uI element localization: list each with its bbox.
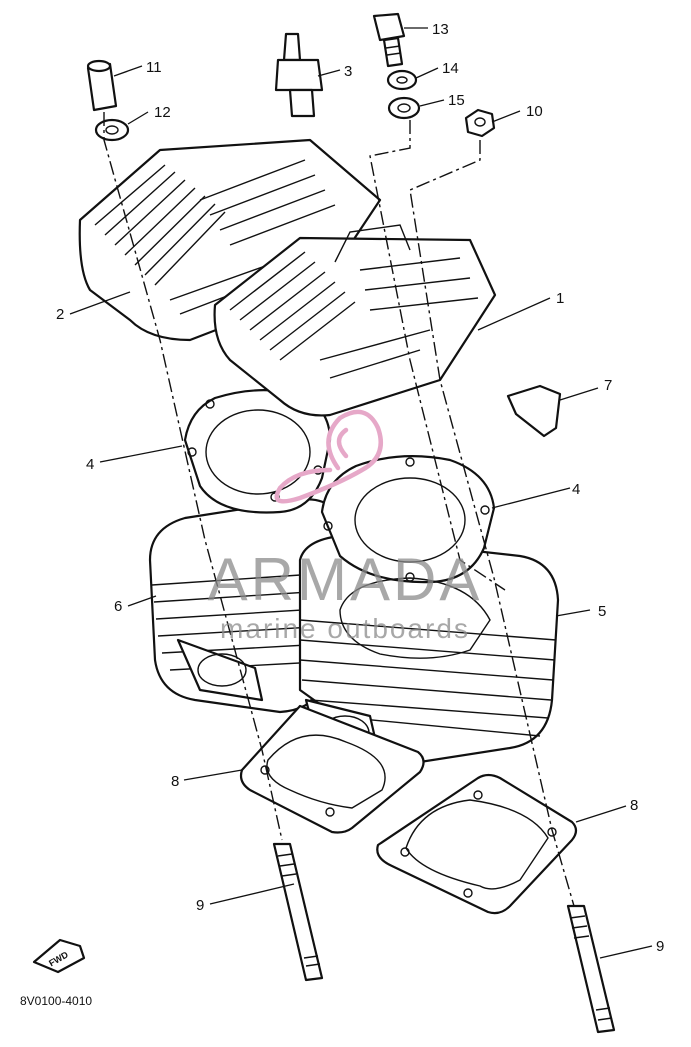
callout-8-right: 8 xyxy=(630,797,638,814)
watermark-logo-icon xyxy=(274,409,383,504)
stud-bolt-right-part-9 xyxy=(566,904,616,1034)
spark-plug-part-3 xyxy=(274,32,324,118)
cylinder-head-right-part-1 xyxy=(213,224,497,417)
callout-8-left: 8 xyxy=(171,773,179,790)
callout-11: 11 xyxy=(146,59,162,76)
stud-bolt-left-part-9 xyxy=(272,842,324,982)
armada-watermark: ARMADA marine outboards xyxy=(208,409,483,644)
callout-9-left: 9 xyxy=(196,897,204,914)
cylinder-top-face xyxy=(339,577,491,659)
diagram-code: 8V0100-4010 xyxy=(20,994,92,1008)
washer-part-15 xyxy=(387,96,421,120)
callout-7: 7 xyxy=(604,377,612,394)
callout-2: 2 xyxy=(56,306,64,323)
callout-6: 6 xyxy=(114,598,122,615)
callout-13: 13 xyxy=(432,21,449,38)
callout-15: 15 xyxy=(448,92,465,109)
washer-part-12 xyxy=(94,118,130,142)
watermark-tagline: marine outboards xyxy=(220,613,470,644)
assembly-guide-lines xyxy=(103,112,575,907)
callout-10: 10 xyxy=(526,103,543,120)
base-gasket-left-part-8 xyxy=(239,704,425,834)
callout-5: 5 xyxy=(598,603,606,620)
bolt-part-13 xyxy=(372,12,406,68)
leader-lines xyxy=(69,27,653,959)
callout-3: 3 xyxy=(344,63,352,80)
collar-part-11 xyxy=(86,59,118,112)
watermark-brand: ARMADA xyxy=(208,546,483,613)
head-gasket-right-part-4 xyxy=(320,455,496,584)
bracket-part-7 xyxy=(506,384,562,438)
callout-4-right: 4 xyxy=(572,481,580,498)
head-gasket-left-part-4 xyxy=(183,389,332,514)
callout-14: 14 xyxy=(442,60,459,77)
callout-1: 1 xyxy=(556,290,564,307)
nut-part-10 xyxy=(464,108,496,138)
washer-part-14 xyxy=(386,69,418,91)
callout-4-left: 4 xyxy=(86,456,94,473)
base-gasket-right-part-8 xyxy=(376,773,578,915)
fwd-arrow-icon: FWD xyxy=(32,938,86,974)
callout-12: 12 xyxy=(154,104,171,121)
callout-9-right: 9 xyxy=(656,938,664,955)
